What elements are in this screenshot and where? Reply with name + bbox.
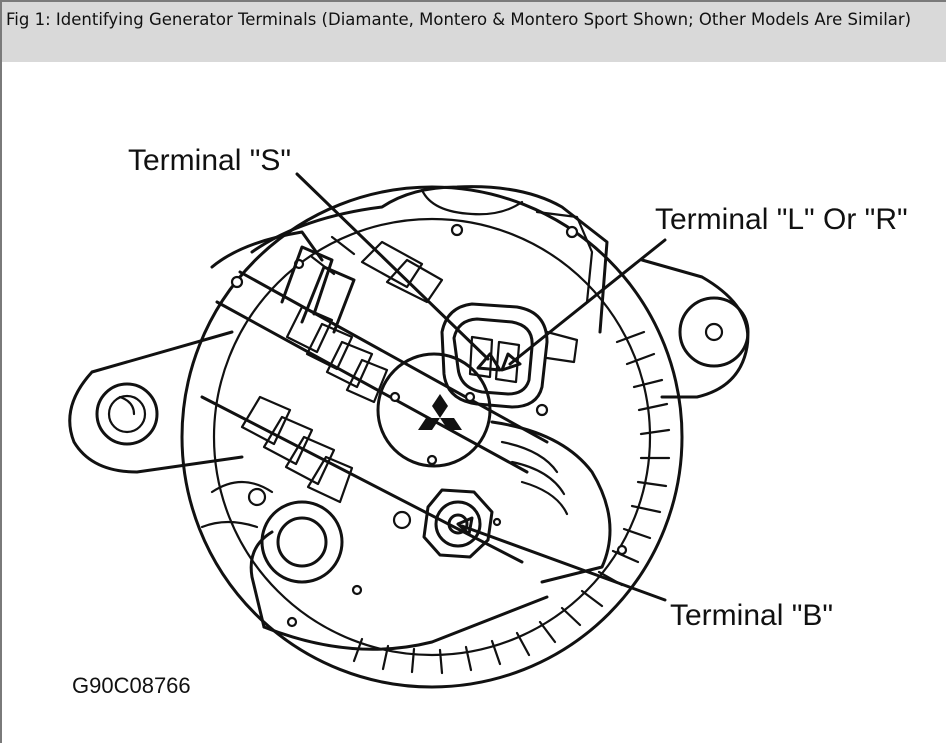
generator-diagram: Terminal "S" Terminal "L" Or "R" Termina… bbox=[68, 144, 908, 698]
center-plate bbox=[376, 352, 492, 468]
cooling-fins bbox=[352, 330, 671, 675]
leader-line-terminal-b bbox=[460, 524, 667, 602]
top-housing bbox=[210, 185, 609, 334]
three-diamond-logo bbox=[418, 394, 462, 430]
left-mounting-ear bbox=[68, 330, 244, 474]
label-terminal-b: Terminal "B" bbox=[670, 599, 833, 632]
heat-sink-fins bbox=[240, 240, 444, 504]
lower-housing bbox=[249, 403, 628, 651]
figure-code: G90C08766 bbox=[72, 673, 191, 698]
b-terminal-stud bbox=[392, 488, 502, 559]
right-mounting-ear bbox=[640, 258, 750, 399]
bottom-boss bbox=[200, 481, 363, 596]
caption-bar: Fig 1: Identifying Generator Terminals (… bbox=[2, 2, 946, 62]
leader-lines bbox=[295, 172, 667, 602]
label-terminal-s: Terminal "S" bbox=[128, 144, 291, 177]
leader-line-terminal-l-or-r bbox=[508, 238, 667, 366]
generator-body bbox=[180, 185, 684, 689]
figure-caption: Fig 1: Identifying Generator Terminals (… bbox=[6, 10, 912, 29]
leader-line-terminal-s bbox=[295, 172, 490, 361]
label-terminal-l-or-r: Terminal "L" Or "R" bbox=[655, 203, 908, 236]
